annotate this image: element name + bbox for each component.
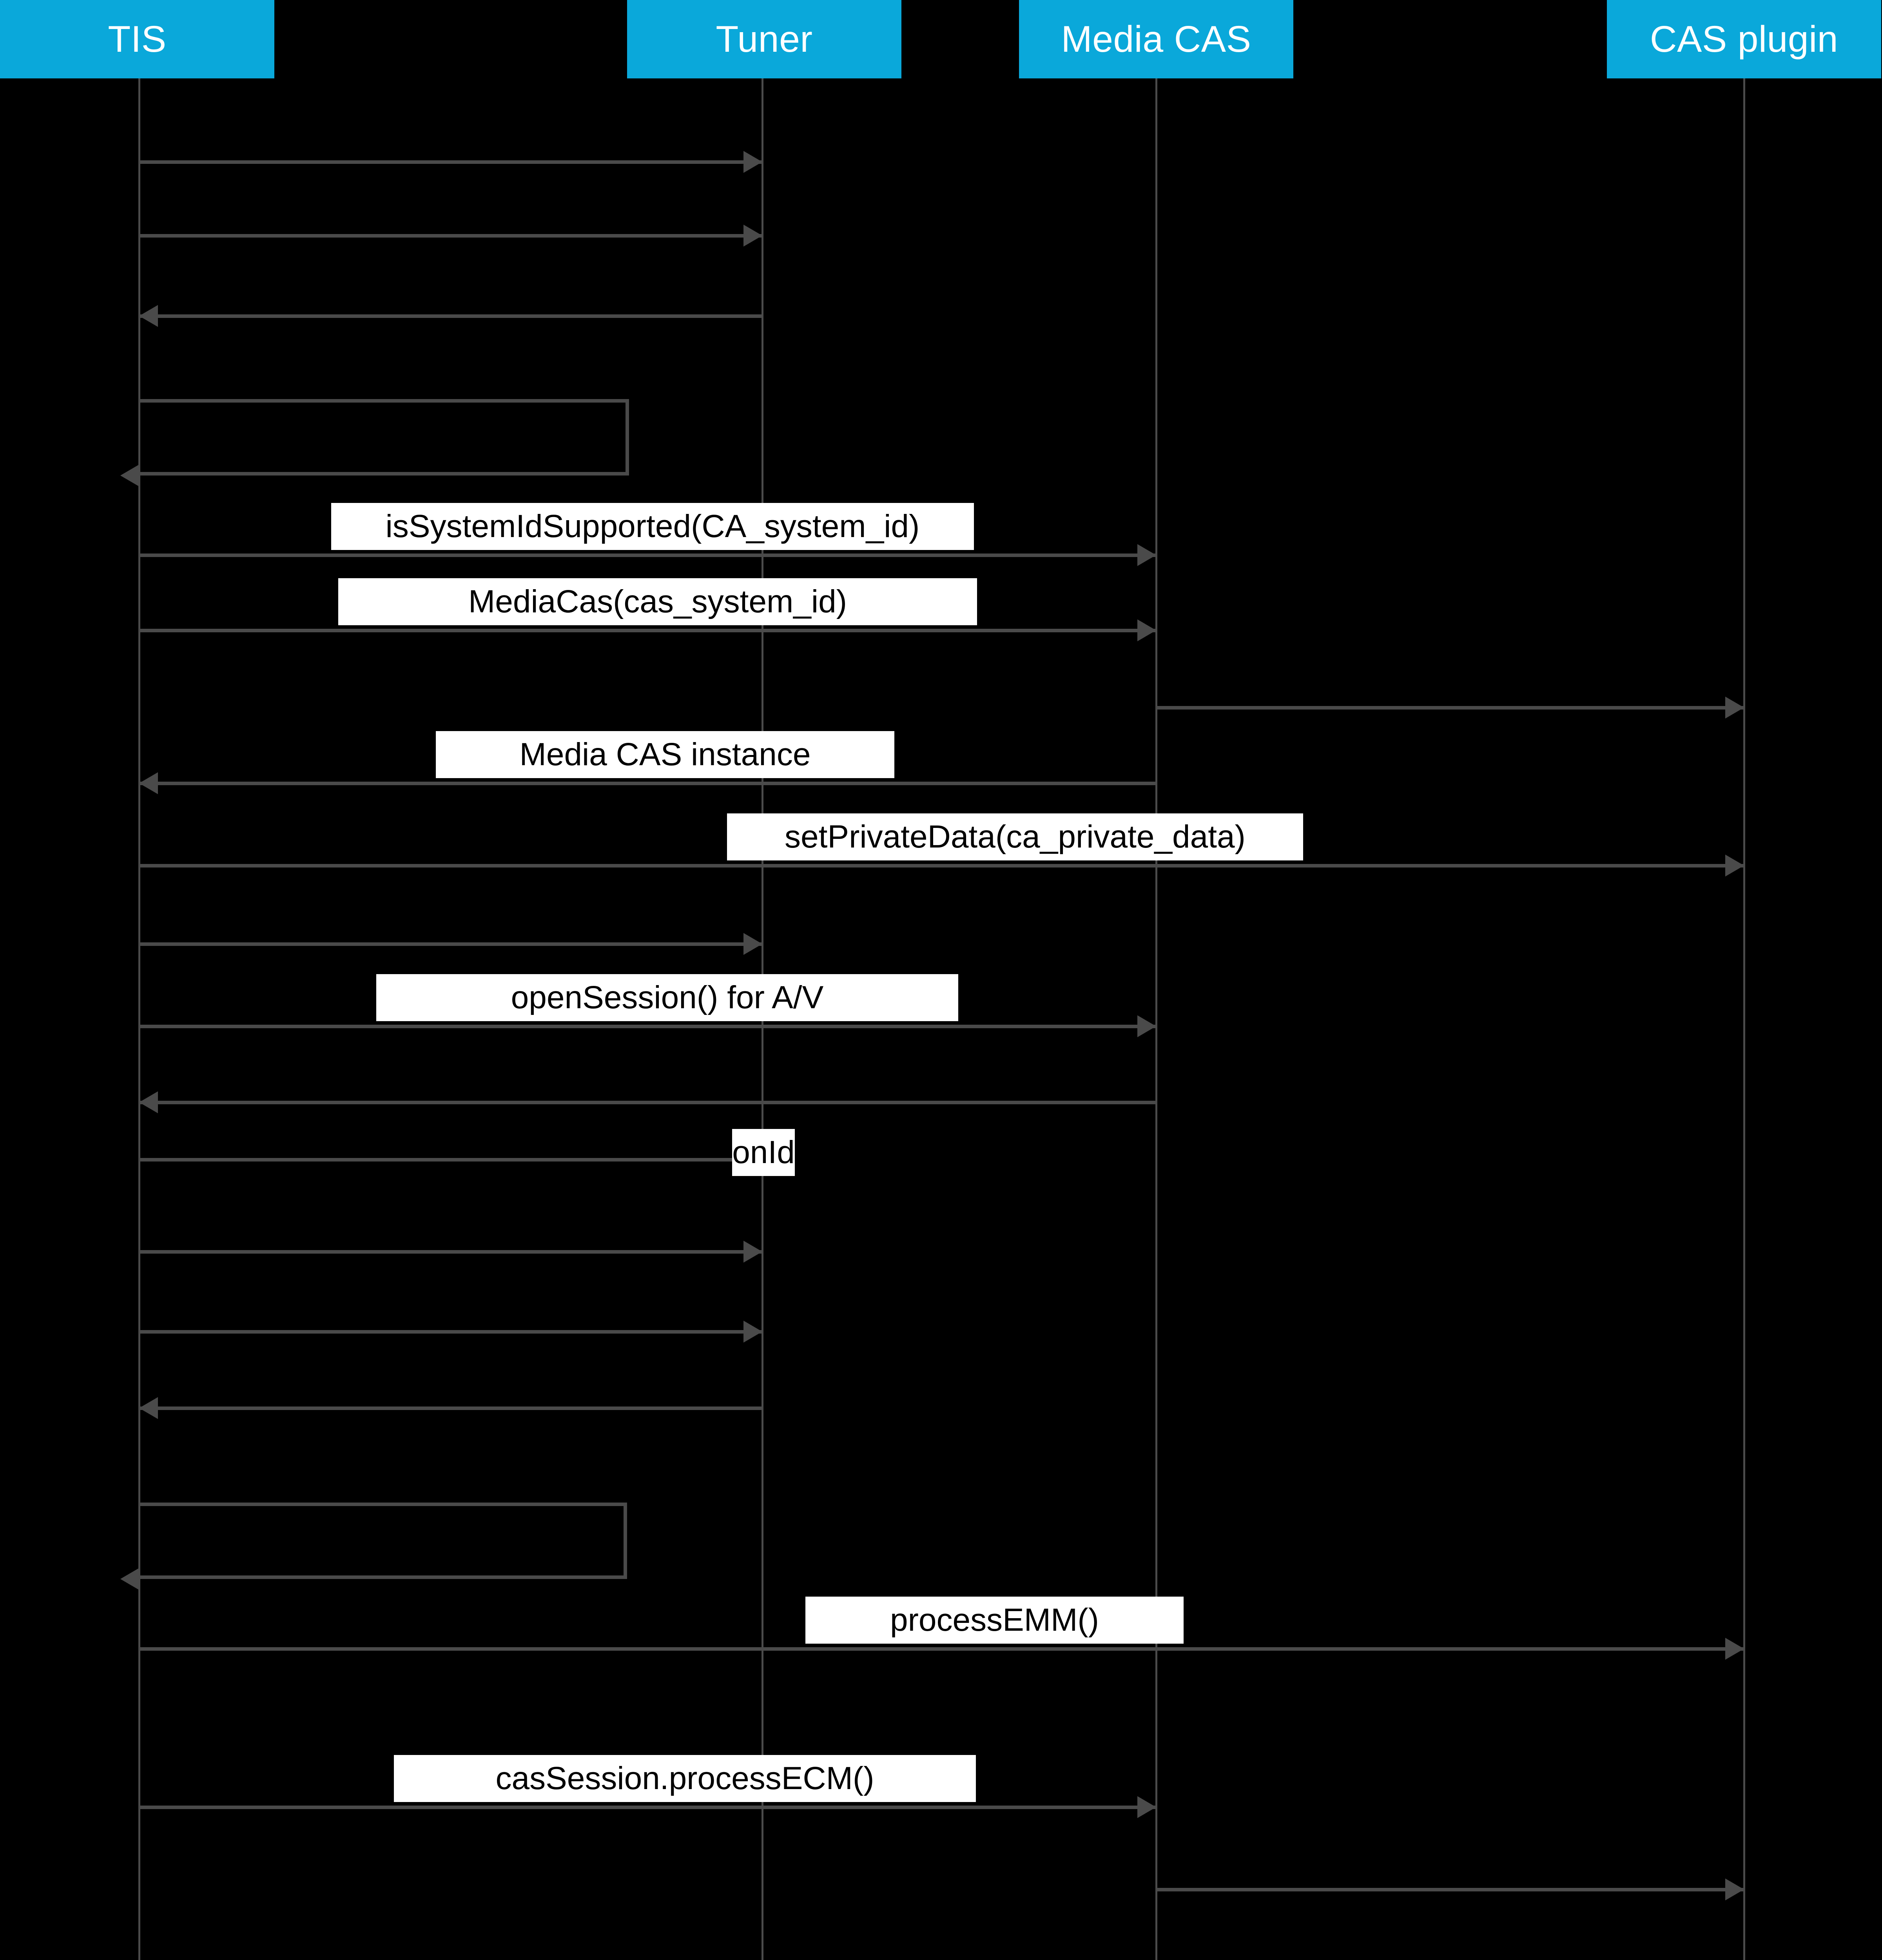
message-label-m6: MediaCas(cas_system_id) <box>338 578 977 625</box>
message-label-m13: onId <box>732 1129 795 1176</box>
arrow-head-icon <box>1137 1796 1156 1818</box>
message-line-m20 <box>1156 1888 1744 1891</box>
header-actor-tis[interactable]: TIS <box>0 0 274 78</box>
message-label-m5: isSystemIdSupported(CA_system_id) <box>331 503 974 550</box>
header-actor-label-tis: TIS <box>108 18 167 60</box>
arrow-head-icon <box>743 1241 762 1263</box>
message-line-m2 <box>139 234 762 238</box>
arrow-head-icon <box>743 1321 762 1343</box>
arrow-head-icon <box>120 465 139 486</box>
lifeline-plugin <box>1743 78 1745 1960</box>
self-message-s2 <box>139 1503 627 1579</box>
message-label-m18: processEMM() <box>805 1597 1184 1644</box>
arrow-head-icon <box>1137 619 1156 641</box>
message-line-m15 <box>139 1330 762 1334</box>
message-label-m8: Media CAS instance <box>436 731 894 778</box>
arrow-head-icon <box>1725 1878 1744 1900</box>
message-label-m9: setPrivateData(ca_private_data) <box>727 813 1303 860</box>
lifeline-mediacas <box>1155 78 1157 1960</box>
arrow-head-icon <box>1725 1638 1744 1660</box>
header-actor-plugin[interactable]: CAS plugin <box>1607 0 1881 78</box>
message-line-m3 <box>139 314 762 318</box>
message-line-m1 <box>139 160 762 164</box>
arrow-head-icon <box>1725 855 1744 877</box>
message-line-m12 <box>139 1101 1156 1104</box>
message-label-m11: openSession() for A/V <box>376 974 958 1021</box>
message-line-m13 <box>139 1158 762 1161</box>
message-line-m8 <box>139 782 1156 785</box>
arrow-head-icon <box>120 1568 139 1590</box>
message-line-m11 <box>139 1025 1156 1028</box>
header-actor-label-mediacas: Media CAS <box>1061 18 1251 60</box>
message-line-m10 <box>139 942 762 946</box>
message-line-m5 <box>139 554 1156 557</box>
message-label-m19: casSession.processECM() <box>394 1755 976 1802</box>
header-actor-label-tuner: Tuner <box>716 18 813 60</box>
lifeline-tis <box>138 78 140 1960</box>
header-actor-mediacas[interactable]: Media CAS <box>1019 0 1293 78</box>
arrow-head-icon <box>743 225 762 247</box>
arrow-head-icon <box>1725 697 1744 719</box>
arrow-head-icon <box>743 151 762 173</box>
arrow-head-icon <box>1137 1015 1156 1037</box>
message-line-m19 <box>139 1806 1156 1809</box>
message-line-m16 <box>139 1406 762 1410</box>
arrow-head-icon <box>139 1091 158 1113</box>
arrow-head-icon <box>139 1397 158 1419</box>
message-line-m18 <box>139 1647 1744 1651</box>
arrow-head-icon <box>139 305 158 327</box>
arrow-head-icon <box>139 772 158 794</box>
message-line-m6 <box>139 629 1156 632</box>
message-line-m7 <box>1156 706 1744 710</box>
arrow-head-icon <box>1137 544 1156 566</box>
arrow-head-icon <box>743 933 762 955</box>
self-message-s1 <box>139 399 629 475</box>
message-line-m9 <box>139 864 1744 867</box>
header-actor-tuner[interactable]: Tuner <box>627 0 901 78</box>
header-actor-label-plugin: CAS plugin <box>1650 18 1838 60</box>
message-line-m14 <box>139 1250 762 1254</box>
